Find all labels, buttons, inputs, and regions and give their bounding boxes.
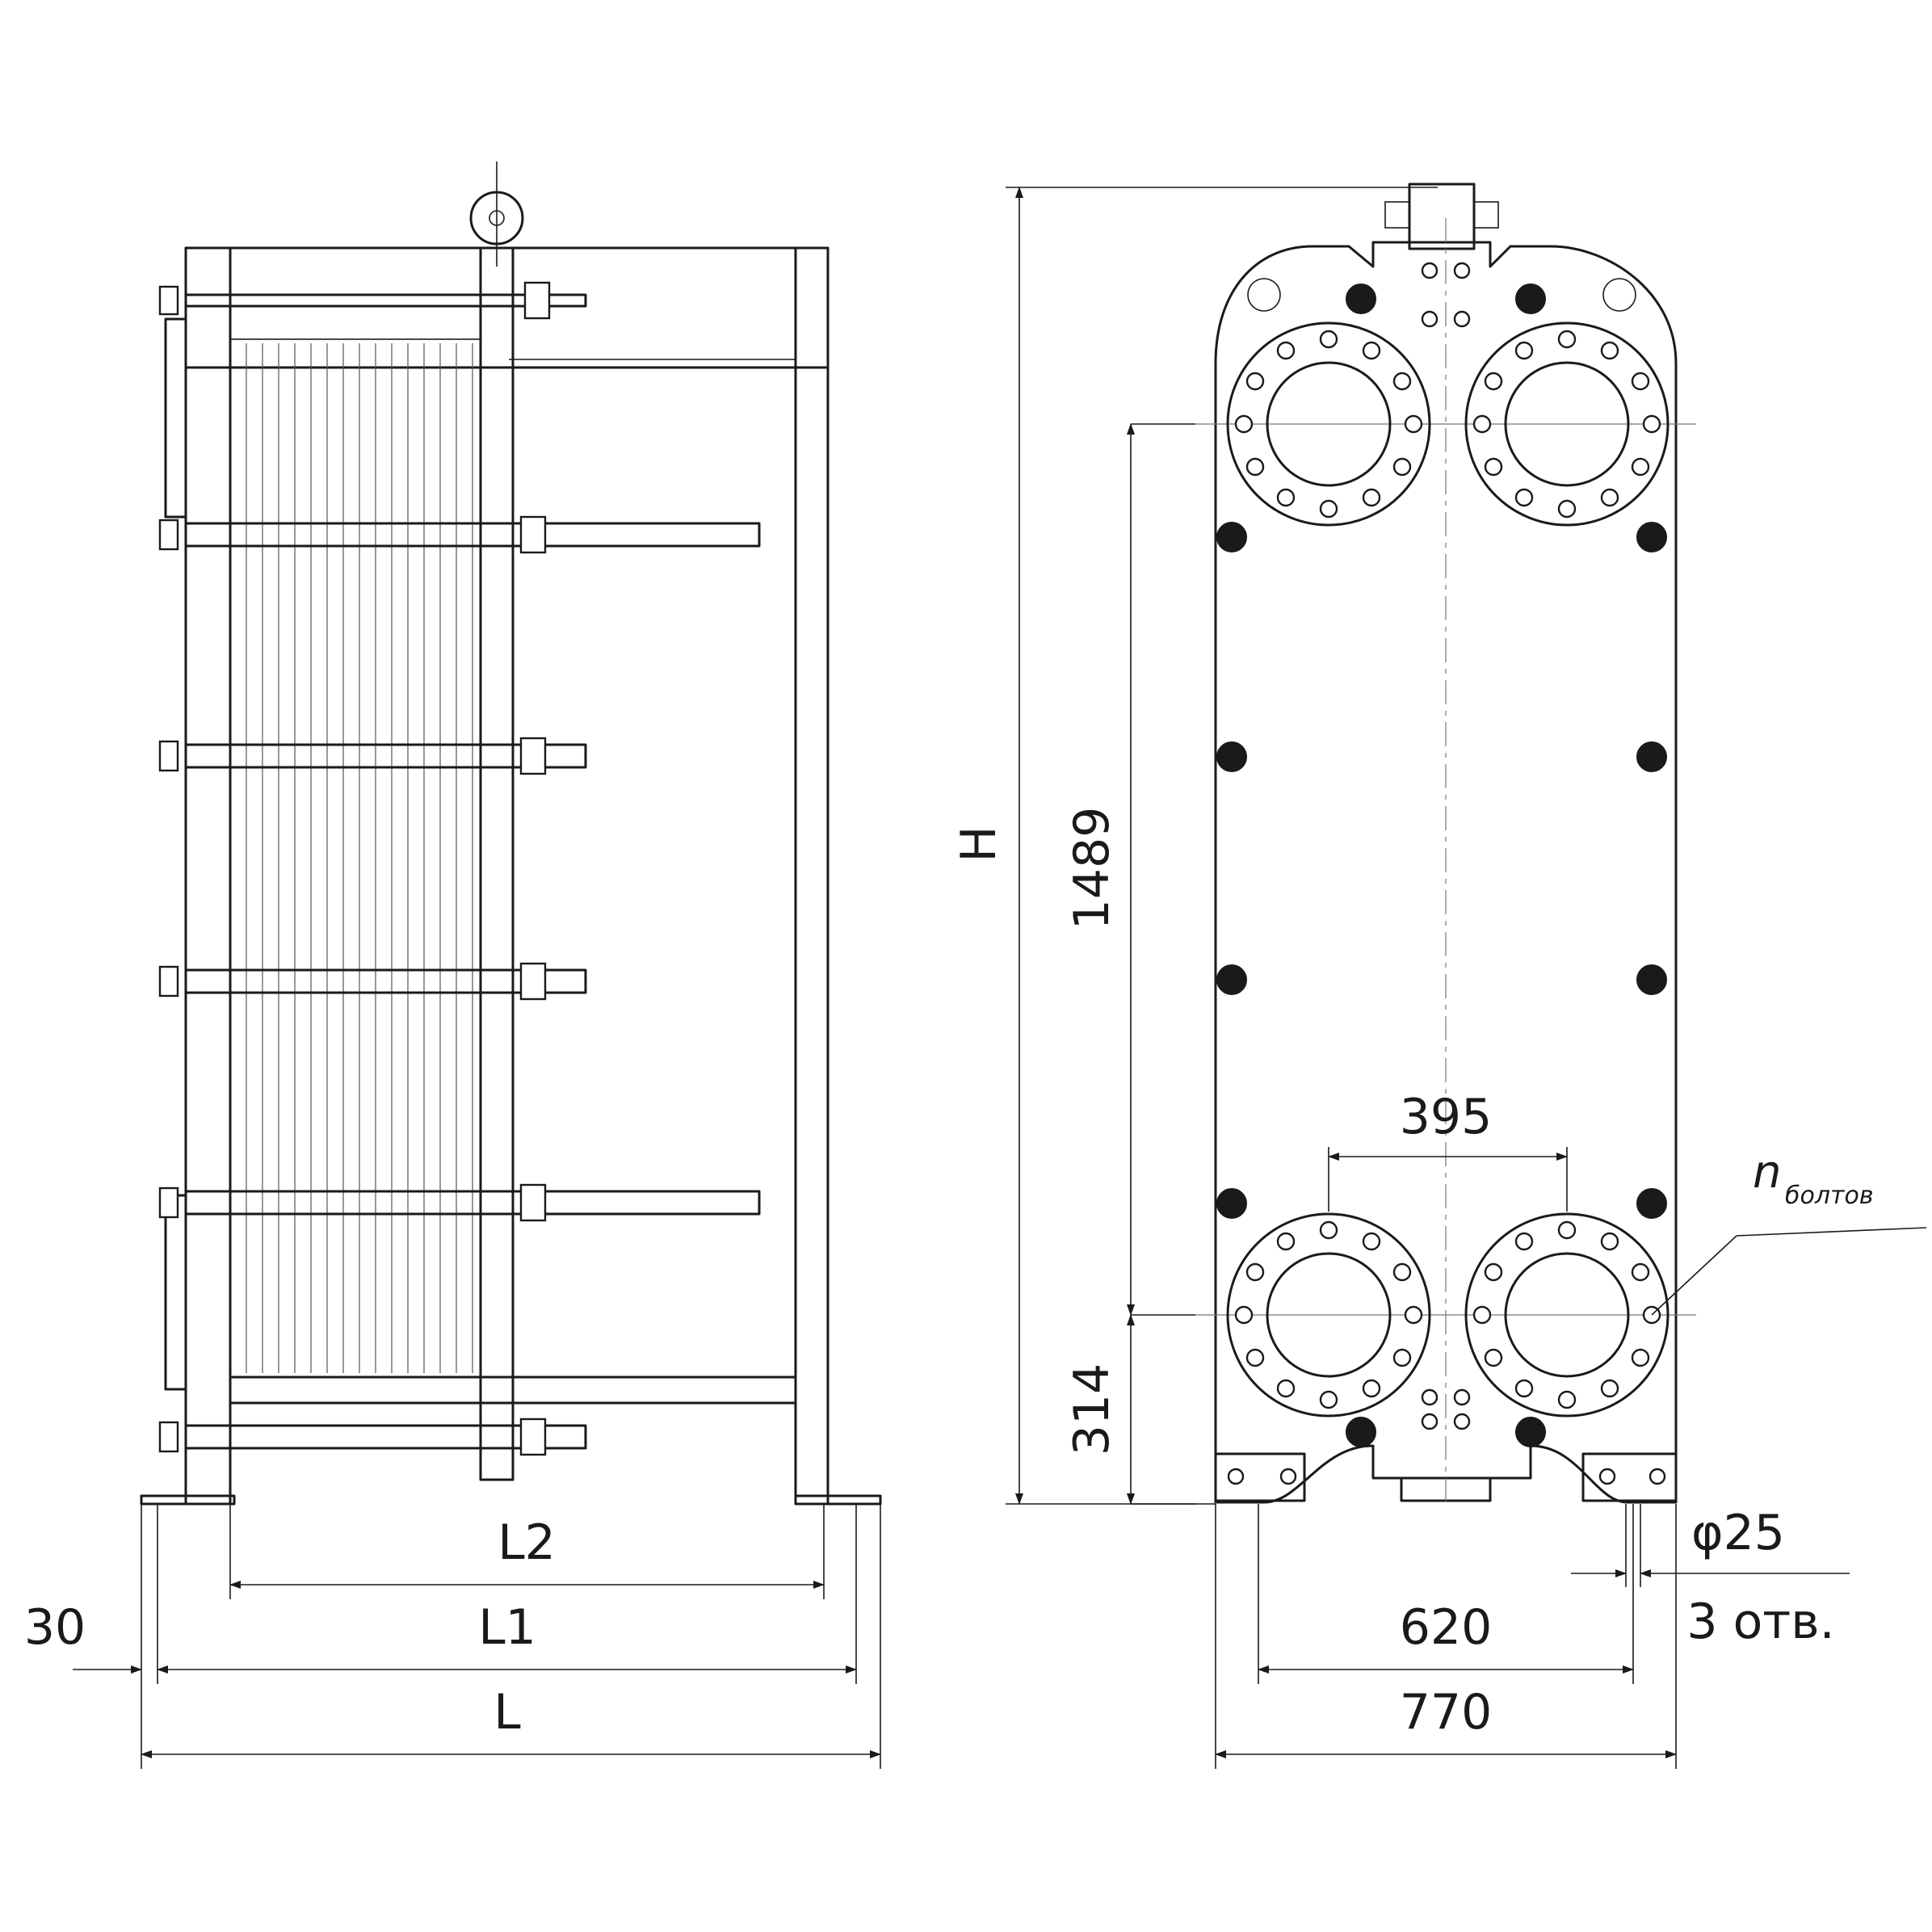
plate-lines: [246, 343, 473, 1373]
fixed-frame-plate: [184, 246, 232, 1506]
pressure-plate: [479, 246, 514, 1481]
plate-pack: [229, 338, 481, 1378]
dim-hole-count: 3 отв.: [1686, 1594, 1834, 1650]
tightening-bolts: [1216, 284, 1667, 1447]
nozzle-flange-upper: [164, 317, 187, 519]
dim-port-vertical: 1489: [1064, 807, 1120, 930]
port-top-right: [1464, 321, 1670, 527]
dim-port-bottom: 314: [1064, 1363, 1120, 1456]
bolt-count-letter: n: [1753, 1146, 1782, 1199]
port-bottom-right: [1464, 1212, 1670, 1418]
dim-port-horizontal: 395: [1400, 1089, 1493, 1145]
base-plate-left: [140, 1494, 236, 1506]
dim-foot-bolts: 620: [1400, 1599, 1493, 1656]
front-view: H 1489 314 395 620 770 φ25 3 отв.: [951, 183, 1927, 1769]
tie-rods: [158, 281, 761, 1456]
top-lug: [1408, 183, 1476, 250]
dim-width: 770: [1400, 1684, 1493, 1741]
top-guide-bar: [184, 246, 830, 369]
foot-left: [1214, 1452, 1306, 1502]
port-top-left: [1226, 321, 1431, 527]
dim-offset: 30: [24, 1599, 86, 1656]
side-view: L2 L1 30 L: [24, 162, 882, 1769]
dim-hole-diameter: φ25: [1691, 1505, 1785, 1561]
dim-height: H: [951, 825, 1007, 862]
bolt-count-subscript: болтов: [1785, 1182, 1874, 1210]
dim-l: L: [494, 1684, 521, 1741]
dim-l2: L2: [498, 1514, 556, 1571]
base-plate-right: [794, 1494, 882, 1506]
support-column: [794, 246, 830, 1506]
dim-l1: L1: [478, 1599, 536, 1656]
foot-right: [1581, 1452, 1678, 1502]
port-bottom-left: [1226, 1212, 1431, 1418]
nozzle-flange-lower: [164, 1194, 187, 1391]
